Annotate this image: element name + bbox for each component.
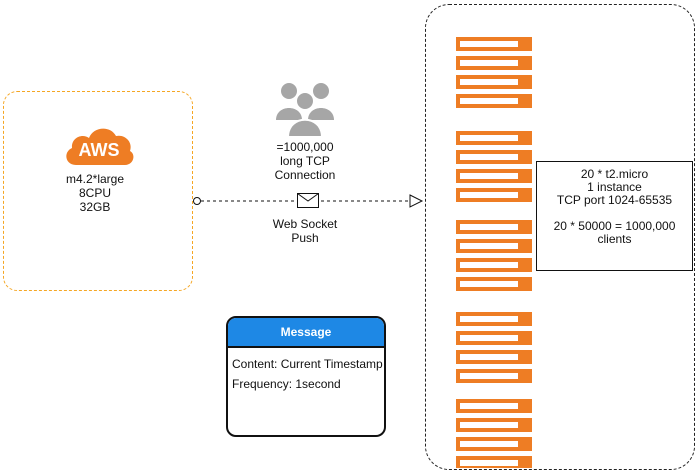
instance-info-box: 20 * t2.micro 1 instance TCP port 1024-6… (536, 161, 693, 271)
server-icon (456, 331, 532, 345)
server-icon (456, 369, 532, 383)
push-label: Push (291, 231, 319, 245)
server-icon (456, 131, 532, 145)
message-frequency: Frequency: 1second (232, 377, 341, 391)
capacity-unit: clients (597, 232, 632, 246)
server-icon (456, 75, 532, 89)
server-icon (456, 312, 532, 326)
server-icon (456, 37, 532, 51)
envelope-icon (297, 193, 319, 208)
capacity-formula: 20 * 50000 = 1000,000 (553, 219, 676, 233)
server-icon (456, 188, 532, 202)
server-icon (456, 258, 532, 272)
server-icon (456, 94, 532, 108)
message-card: Message Content: Current Timestamp Frequ… (226, 316, 386, 437)
server-icon (456, 399, 532, 413)
server-icon (456, 456, 532, 468)
server-icon (456, 437, 532, 451)
server-icon (456, 277, 532, 291)
aws-instance-group (3, 91, 193, 291)
server-icon (456, 169, 532, 183)
server-cluster-group (425, 4, 695, 470)
aws-logo-text: AWS (78, 140, 120, 160)
message-title: Message (228, 318, 384, 348)
aws-cloud-icon (66, 128, 134, 165)
server-icon (456, 56, 532, 70)
aws-instance-type: m4.2*large (65, 172, 125, 186)
port-range: TCP port 1024-65535 (556, 193, 673, 207)
client-connection-type: long TCP (280, 154, 330, 168)
client-count: =1000,000 (276, 140, 334, 154)
instance-count: 20 * t2.micro (580, 167, 649, 181)
aws-cpu: 8CPU (78, 186, 111, 200)
users-icon (276, 83, 334, 138)
server-icon (456, 220, 532, 234)
client-connection-label: Connection (274, 168, 336, 182)
server-icon (456, 418, 532, 432)
server-icon (456, 150, 532, 164)
message-content: Content: Current Timestamp (232, 357, 383, 371)
aws-memory: 32GB (79, 200, 111, 214)
server-icon (456, 350, 532, 364)
instance-per-server: 1 instance (587, 180, 642, 194)
server-icon (456, 239, 532, 253)
websocket-label: Web Socket (272, 217, 338, 231)
